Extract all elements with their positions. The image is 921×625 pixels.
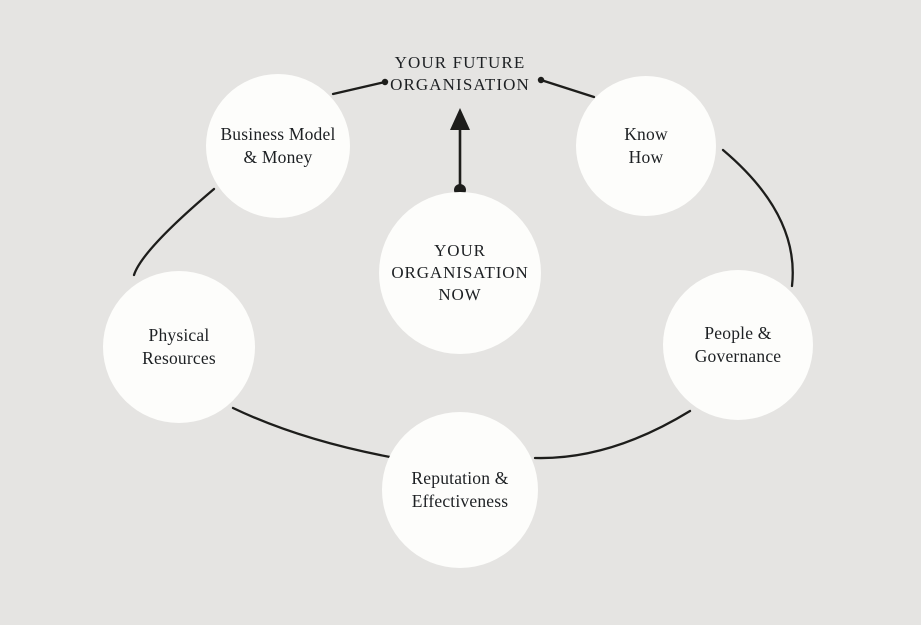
node-label-your-organisation-now: YOUR ORGANISATION NOW <box>391 240 529 305</box>
node-label-business-model-money: Business Model & Money <box>220 124 336 167</box>
node-business-model-money[interactable]: Business Model & Money <box>206 74 350 218</box>
node-know-how[interactable]: Know How <box>576 76 716 216</box>
arc-peoplegovernance-reputation <box>533 409 692 460</box>
node-label-reputation-effectiveness: Reputation & Effectiveness <box>411 468 509 511</box>
arc-reputation-physicalresources <box>231 406 392 459</box>
growth-arrow-head <box>450 108 470 130</box>
page-title: YOUR FUTURE ORGANISATION <box>390 53 530 95</box>
node-physical-resources[interactable]: Physical Resources <box>103 271 255 423</box>
node-your-organisation-now[interactable]: YOUR ORGANISATION NOW <box>379 192 541 354</box>
arc-businessmodel-physicalresources <box>132 187 216 277</box>
node-label-know-how: Know How <box>624 124 668 167</box>
node-reputation-effectiveness[interactable]: Reputation & Effectiveness <box>382 412 538 568</box>
node-label-physical-resources: Physical Resources <box>142 325 216 368</box>
arc-knowhow-peoplegovernance <box>721 148 794 288</box>
node-people-governance[interactable]: People & Governance <box>663 270 813 420</box>
node-label-people-governance: People & Governance <box>694 323 782 366</box>
